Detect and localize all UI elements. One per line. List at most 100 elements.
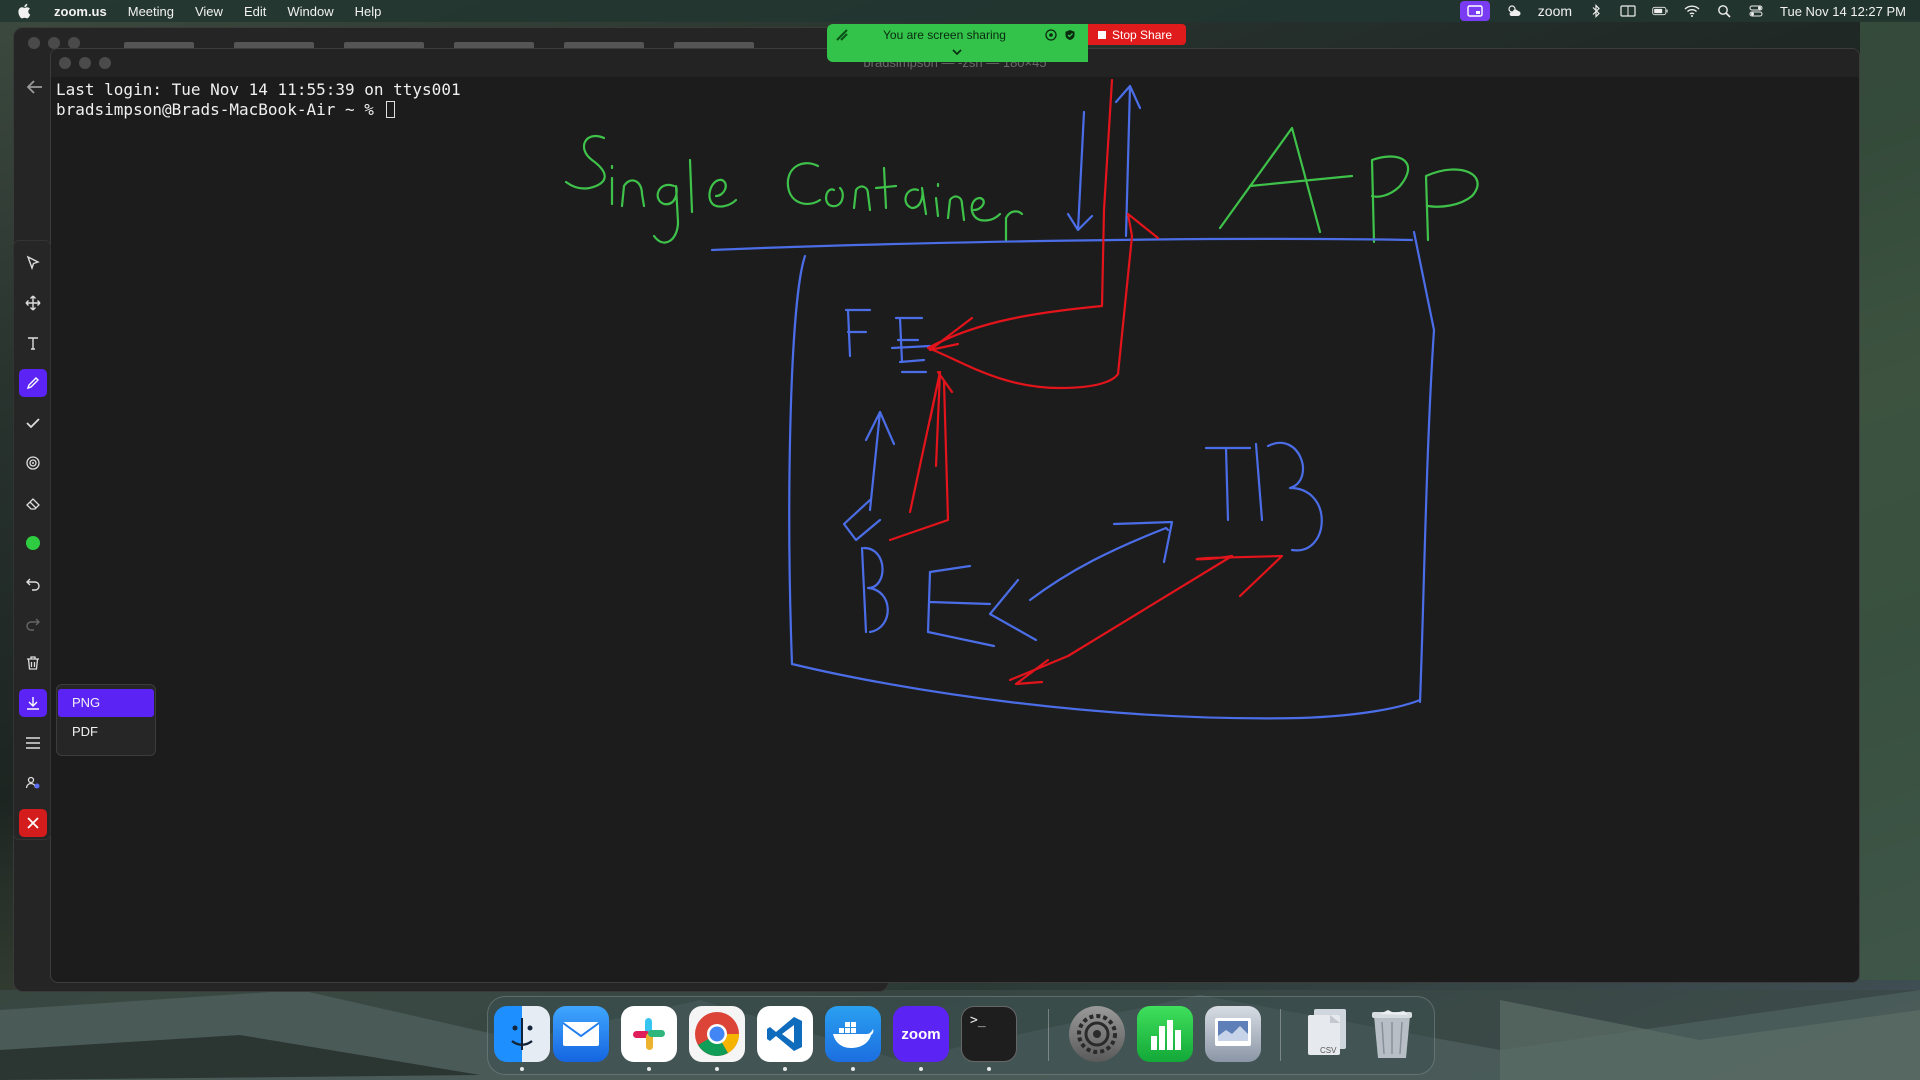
close-annotation-icon[interactable] — [19, 809, 47, 837]
running-indicator — [851, 1067, 855, 1071]
sketch-title-app — [1218, 126, 1479, 244]
draw-tool-icon[interactable] — [19, 369, 47, 397]
browser-tab[interactable] — [234, 42, 314, 50]
zoom-dot — [68, 37, 80, 49]
menu-meeting[interactable]: Meeting — [127, 3, 174, 19]
terminal-line: Last login: Tue Nov 14 11:55:39 on ttys0… — [56, 80, 461, 99]
zoom-app-icon[interactable]: zoom — [893, 1006, 949, 1062]
sharing-status-text: You are screen sharing — [883, 28, 1006, 42]
menu-clock[interactable]: Tue Nov 14 12:27 PM — [1780, 3, 1906, 19]
pause-share-icon[interactable] — [1045, 29, 1057, 41]
menu-bar: zoom.us Meeting View Edit Window Help zo… — [0, 0, 1920, 22]
select-tool-icon[interactable] — [19, 249, 47, 277]
back-arrow-icon[interactable] — [26, 79, 44, 100]
chevron-down-icon[interactable] — [951, 46, 963, 58]
docker-icon[interactable] — [825, 1006, 881, 1062]
drag-handle-icon[interactable] — [835, 28, 849, 42]
preview-icon[interactable] — [1205, 1006, 1261, 1062]
terminal-window[interactable]: bradsimpson — -zsh — 180×45 Last login: … — [50, 48, 1860, 983]
sketch-blue-arrows — [842, 84, 1174, 602]
menu-app-name[interactable]: zoom.us — [54, 3, 107, 19]
finder-icon[interactable] — [494, 1006, 550, 1062]
stop-share-label: Stop Share — [1112, 27, 1173, 42]
text-cursor — [385, 101, 395, 118]
browser-tab[interactable] — [564, 42, 644, 50]
spotlight-tool-icon[interactable] — [19, 449, 47, 477]
running-indicator — [919, 1067, 923, 1071]
running-indicator — [715, 1067, 719, 1071]
slack-icon[interactable] — [621, 1006, 677, 1062]
fullscreen-button[interactable] — [99, 57, 111, 69]
sketch-label-be — [860, 546, 1038, 648]
running-indicator — [783, 1067, 787, 1071]
terminal-prompt: bradsimpson@Brads-MacBook-Air ~ % — [56, 100, 384, 119]
zoom-share-status-icon[interactable] — [1459, 1, 1490, 21]
trash-icon[interactable] — [19, 649, 47, 677]
menu-edit[interactable]: Edit — [243, 3, 267, 19]
trash-can-icon[interactable] — [1364, 1006, 1420, 1062]
mail-icon[interactable] — [553, 1006, 609, 1062]
dock-separator — [1280, 1009, 1281, 1061]
running-indicator — [520, 1067, 524, 1071]
close-dot — [28, 37, 40, 49]
running-indicator — [987, 1067, 991, 1071]
eraser-tool-icon[interactable] — [19, 489, 47, 517]
sketch-label-fe — [844, 308, 932, 374]
zoom-icon-label: zoom — [901, 1025, 941, 1043]
minimize-button[interactable] — [79, 57, 91, 69]
color-picker-icon[interactable] — [19, 529, 47, 557]
chrome-icon[interactable] — [689, 1006, 745, 1062]
close-button[interactable] — [59, 57, 71, 69]
bluetooth-icon[interactable] — [1588, 4, 1604, 18]
csv-file-label: CSV — [1320, 1046, 1337, 1055]
wifi-icon[interactable] — [1684, 4, 1700, 18]
minimize-dot — [48, 37, 60, 49]
dock-separator — [1048, 1009, 1049, 1061]
browser-tab[interactable] — [124, 42, 194, 50]
downloads-stack-icon[interactable]: CSV — [1298, 1006, 1354, 1062]
participant-icon[interactable] — [19, 769, 47, 797]
shield-icon[interactable] — [1064, 29, 1076, 41]
weather-icon[interactable] — [1506, 4, 1522, 18]
control-center-icon[interactable] — [1748, 4, 1764, 18]
stop-share-button[interactable]: Stop Share — [1088, 24, 1186, 45]
terminal-icon-label: >_ — [970, 1013, 986, 1028]
save-format-menu: PNG PDF — [56, 684, 156, 756]
annotation-toolbar — [13, 240, 51, 840]
numbers-icon[interactable] — [1137, 1006, 1193, 1062]
menu-window[interactable]: Window — [287, 3, 334, 19]
dock: zoom >_ CSV — [487, 996, 1435, 1075]
browser-tab[interactable] — [344, 42, 424, 50]
vscode-icon[interactable] — [757, 1006, 813, 1062]
spotlight-search-icon[interactable] — [1716, 4, 1732, 18]
apple-icon[interactable] — [18, 0, 38, 22]
browser-tab[interactable] — [674, 42, 754, 50]
terminal-output[interactable]: Last login: Tue Nov 14 11:55:39 on ttys0… — [56, 80, 461, 120]
menu-icon[interactable] — [19, 729, 47, 757]
save-option-pdf[interactable]: PDF — [72, 724, 98, 739]
system-settings-icon[interactable] — [1069, 1006, 1125, 1062]
running-indicator — [647, 1067, 651, 1071]
sketch-title-single-container — [564, 135, 1024, 244]
redo-icon[interactable] — [19, 609, 47, 637]
terminal-app-icon[interactable]: >_ — [961, 1006, 1017, 1062]
move-tool-icon[interactable] — [19, 289, 47, 317]
stop-square-icon — [1098, 30, 1106, 39]
zoom-status-label[interactable]: zoom — [1537, 3, 1573, 19]
screen-mirroring-icon[interactable] — [1620, 4, 1636, 18]
sketch-label-db — [1204, 442, 1323, 552]
sketch-red-flow — [888, 78, 1284, 686]
status-area: zoom Tue Nov 14 12:27 PM — [1459, 0, 1906, 22]
stamp-check-icon[interactable] — [19, 409, 47, 437]
undo-icon[interactable] — [19, 569, 47, 597]
battery-icon[interactable] — [1652, 4, 1668, 18]
sketch-container-box — [710, 230, 1436, 720]
browser-tab[interactable] — [454, 42, 534, 50]
screen-sharing-bar[interactable]: You are screen sharing — [827, 24, 1088, 62]
menu-help[interactable]: Help — [354, 3, 382, 19]
text-tool-icon[interactable] — [19, 329, 47, 357]
save-download-icon[interactable] — [19, 689, 47, 717]
menu-view[interactable]: View — [194, 3, 223, 19]
save-option-png[interactable]: PNG — [58, 689, 154, 717]
